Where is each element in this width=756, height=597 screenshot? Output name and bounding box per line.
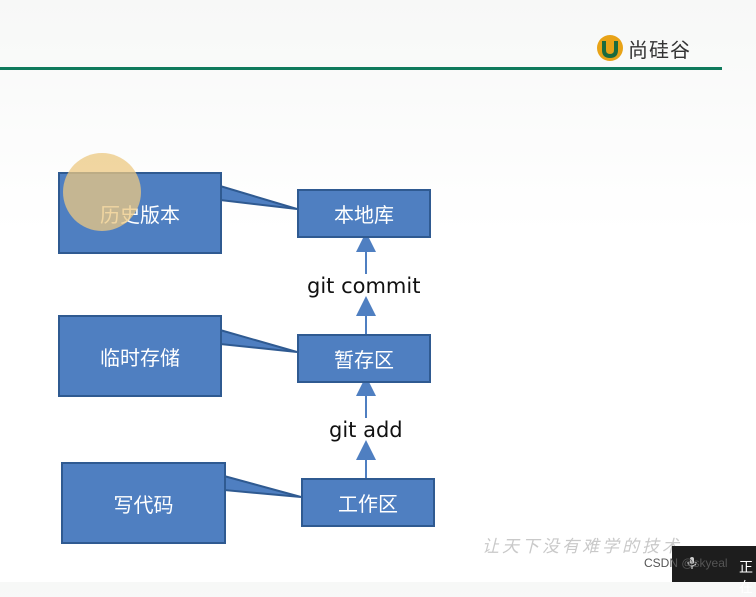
status-text: 正在: [739, 560, 753, 596]
callout-write-code: 写代码: [61, 462, 226, 544]
cursor-highlight: [63, 153, 141, 231]
brand-logo: 尚硅谷: [596, 33, 691, 63]
microphone-icon: [687, 557, 697, 569]
watermark-slogan: 让天下没有难学的技术: [482, 537, 682, 557]
diagram-connectors: [219, 184, 376, 498]
node-working-tree: 工作区: [301, 478, 435, 527]
callout-tail-temp: [219, 328, 298, 353]
label-git-add: git add: [329, 418, 403, 442]
node-staging-area: 暂存区: [297, 334, 431, 383]
callout-temp-storage: 临时存储: [58, 315, 222, 397]
brand-name: 尚硅谷: [628, 37, 691, 62]
callout-tail-history: [219, 184, 298, 210]
callout-tail-code: [223, 474, 302, 498]
csdn-credit: CSDN @skyeal: [644, 556, 728, 570]
overlay-corner-panel: [672, 546, 756, 582]
node-local-repo: 本地库: [297, 189, 431, 238]
brand-u-icon: [597, 35, 623, 61]
label-git-commit: git commit: [307, 274, 421, 298]
header-divider: [0, 67, 722, 70]
